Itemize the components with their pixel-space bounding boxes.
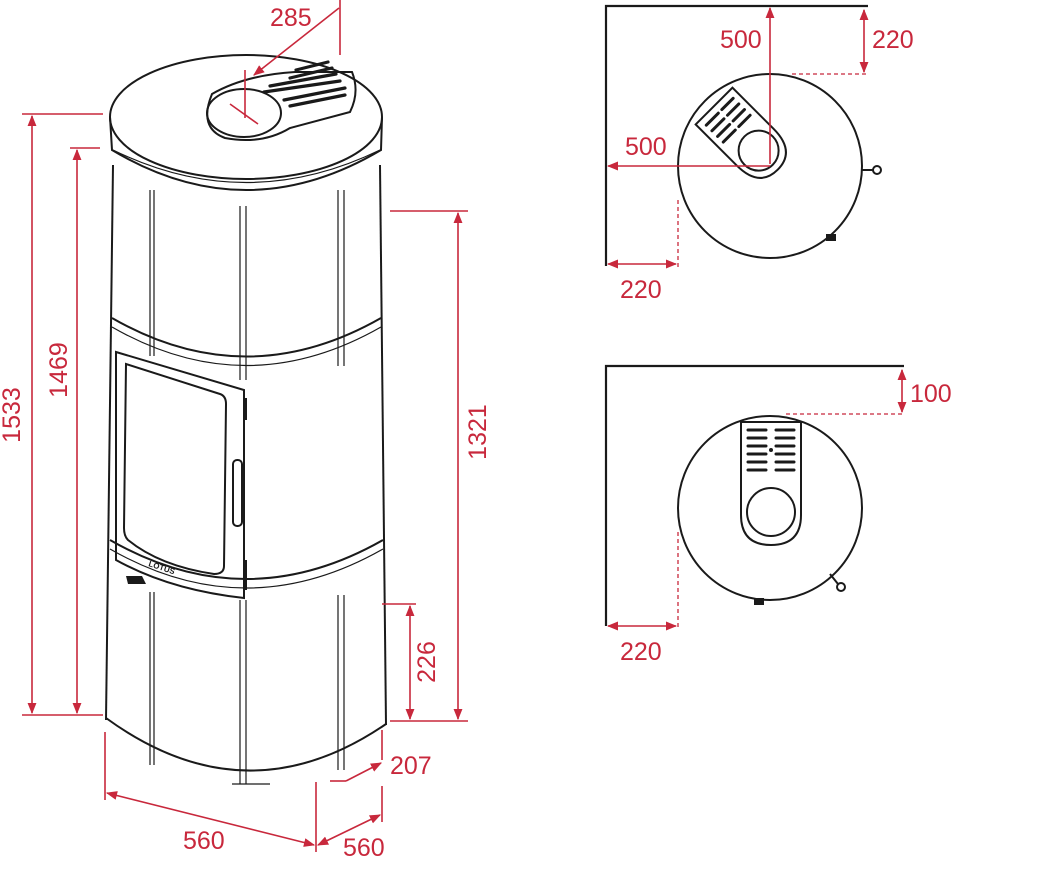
dim-overall-height: 1533 xyxy=(0,387,26,443)
air-control-lever xyxy=(126,576,146,584)
door-handle xyxy=(232,459,243,527)
dim-corner-wall-to-outlet-x: 500 xyxy=(625,133,667,161)
dim-height-lower-band: 226 xyxy=(413,641,441,683)
door-glass xyxy=(122,362,228,576)
dim-base-offset: 207 xyxy=(390,752,432,780)
fire-door xyxy=(115,350,245,600)
upper-band xyxy=(111,317,382,358)
stove-plan-circle-2 xyxy=(677,415,863,601)
plan-side-handle-2 xyxy=(829,573,839,585)
dim-top-width: 285 xyxy=(270,4,312,32)
dim-corner-rear-clearance: 220 xyxy=(872,26,914,54)
top-grille xyxy=(262,60,347,108)
stove-front-view: LOTUS xyxy=(105,54,387,785)
corner-installation-plan: 500 500 220 220 xyxy=(604,4,914,304)
flue-outlet-hole xyxy=(206,88,282,138)
plan-outlet-plate-2 xyxy=(740,421,802,547)
dim-parallel-side-clearance: 220 xyxy=(620,638,662,666)
dim-corner-wall-to-outlet-y: 500 xyxy=(720,26,762,54)
dim-body-height: 1469 xyxy=(45,342,73,398)
stove-top-lid xyxy=(109,54,383,180)
dim-corner-side-clearance: 220 xyxy=(620,276,662,304)
stove-top-rim xyxy=(109,116,383,191)
corner-walls xyxy=(604,4,868,266)
dim-depth: 560 xyxy=(343,834,385,862)
plan-outlet-plate xyxy=(694,86,787,179)
parallel-installation-plan: 100 220 xyxy=(604,364,952,666)
dim-width: 560 xyxy=(183,827,225,855)
dim-height-upper-band: 1321 xyxy=(464,404,492,460)
plan-door-lever-2 xyxy=(754,598,764,605)
dim-parallel-rear-clearance: 100 xyxy=(910,380,952,408)
front-dimensions: 285 1533 1469 1321 226 207 560 560 xyxy=(0,0,492,862)
parallel-walls xyxy=(604,364,904,626)
brand-label: LOTUS xyxy=(147,559,176,576)
plan-door-lever xyxy=(826,234,836,241)
flue-outlet-plate xyxy=(206,71,357,141)
